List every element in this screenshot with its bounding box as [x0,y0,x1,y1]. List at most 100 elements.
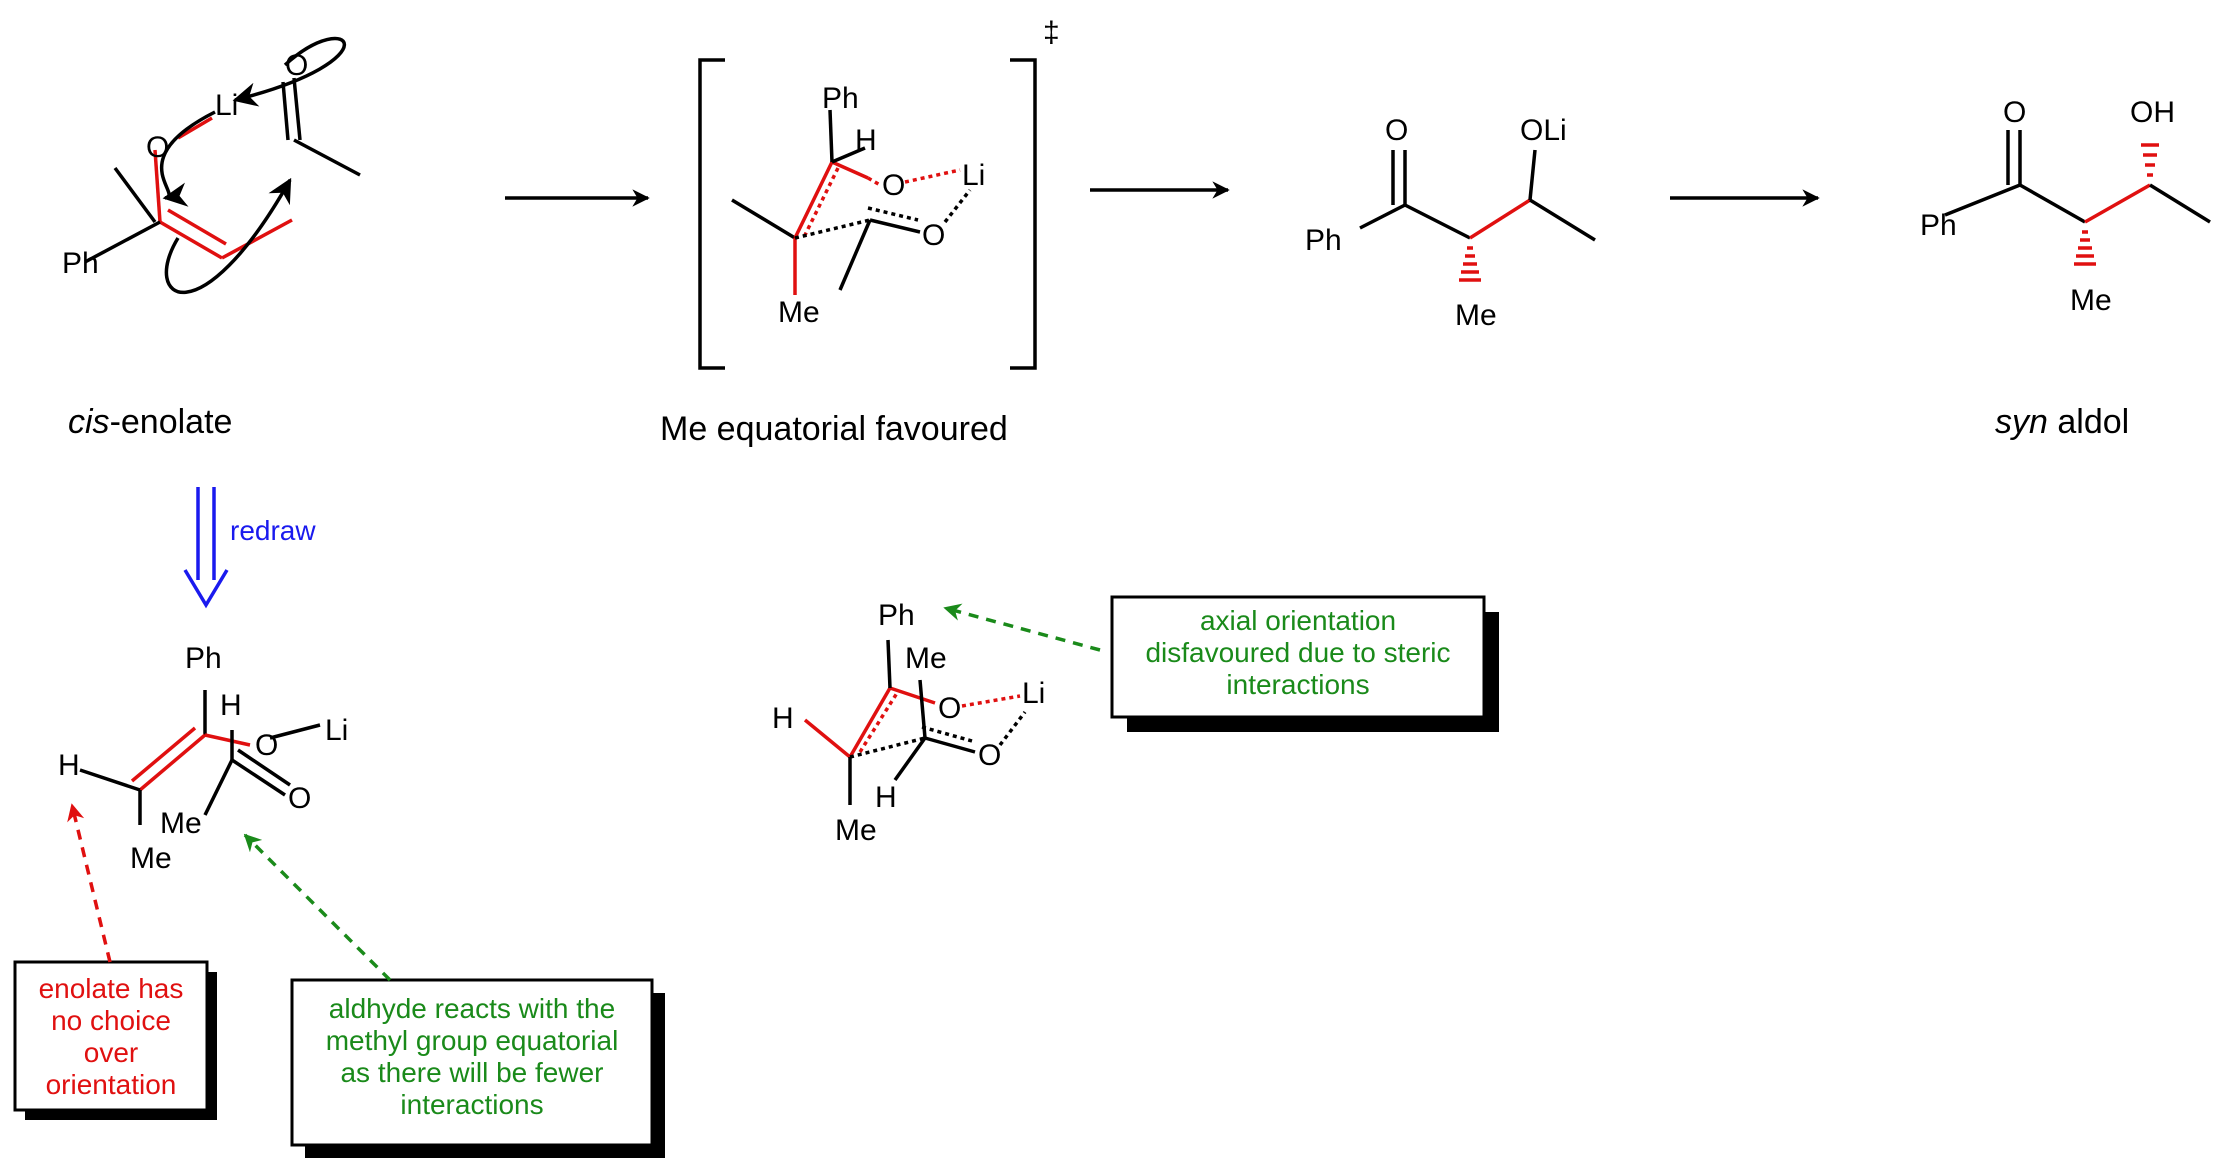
bond-c-c-2 [130,726,197,783]
ts-bracket-left [698,58,725,370]
redraw-label: redraw [230,515,316,546]
bond-ph [84,220,161,264]
bond-o-c [153,149,162,223]
alkoxide-atom-oli: OLi [1520,114,1567,147]
bond-dashed [858,692,899,753]
note-enolate-line-3: over [84,1037,138,1068]
aldol-atom-o: O [2003,96,2026,129]
bond-c-o-partial [921,725,973,743]
redrawn-atom-me-2: Me [130,842,172,875]
axial-atom-o1: O [938,692,961,725]
bond-red [831,160,869,180]
bond-c-o [204,733,251,747]
caption-cis: cis [68,403,110,441]
redrawn-atom-ph: Ph [185,642,222,675]
bond-c-o-aldehyde [292,77,302,141]
redrawn-atom-li: Li [325,714,348,747]
alkoxide-atom-o: O [1385,114,1408,147]
bond-o-li-partial [904,168,961,184]
note-enolate-box [13,960,209,1112]
bond-double-dashed [803,167,840,236]
bond-c-o-aldehyde [231,758,286,797]
axial-atom-li: Li [1022,677,1045,710]
bond-c-o [924,736,976,754]
note-aldehyde-line-2: methyl group equatorial [326,1025,619,1056]
aldol-atom-me: Me [2070,284,2112,317]
note-aldehyde-line-3: as there will be fewer [340,1057,603,1088]
bond-red [793,161,834,239]
redraw-arrow [183,487,229,609]
atom-li: Li [215,89,238,122]
bond [2019,183,2086,224]
lithium-alkoxide: O OLi Ph Me [1305,114,1596,332]
bond-c-h [893,736,927,782]
hash-wedge-me [1459,246,1481,282]
bond-red [2084,183,2151,224]
bond-c-me-aldehyde [203,759,234,816]
bond-c-h [79,768,141,792]
bond-red [889,686,936,705]
note-enolate-line-1: enolate has [39,973,184,1004]
atom-o-enolate: O [146,131,169,164]
note-axial-arrow [943,603,1101,652]
caption-aldol: aldol [2048,403,2129,441]
bond-ph [828,109,834,163]
hash-wedge-me [2074,230,2096,266]
bond-red [1469,198,1531,240]
bond-c-o [869,218,921,234]
redrawn-atom-h-left: H [58,749,80,782]
bond [113,166,157,224]
bond-c-o-partial [867,206,919,222]
note-axial-box [1110,595,1486,719]
axial-transition-state: Ph Me O Li H O H Me [772,599,1045,847]
cis-enolate-structure: Li O O Ph [62,36,361,295]
bond-ph-c [1359,203,1406,230]
atom-ph: Ph [62,247,99,280]
ts-atom-li: Li [962,159,985,192]
note-aldehyde-arrow [243,833,392,982]
bond-c-o-aldehyde-2 [237,748,291,787]
caption-syn: syn [1995,403,2048,441]
axial-atom-me-bottom: Me [835,814,877,847]
note-axial-line-1: axial orientation [1200,605,1396,636]
redrawn-atom-o-carbonyl: O [288,782,311,815]
caption-cis-enolate: cis-enolate [68,403,232,441]
bond-forming [794,218,871,240]
note-axial-line-2: disfavoured due to steric [1145,637,1450,668]
bond-partial [867,176,881,187]
bond-c-me [838,219,872,291]
ts-bracket-right [1010,58,1037,370]
ts-atom-o1: O [882,169,905,202]
note-enolate-arrow [67,803,112,963]
bond-enolate-double [159,220,223,260]
transition-state: ‡ Ph H O Li O Me [698,16,1060,370]
axial-atom-ph: Ph [878,599,915,632]
bond-o-li-partial [961,694,1021,708]
redrawn-atom-o: O [255,729,278,762]
note-aldehyde-line-1: aldhyde reacts with the [329,993,615,1024]
hash-wedge-oh [2141,143,2159,177]
bond-o-li [177,116,213,140]
bond-red [848,687,892,758]
note-enolate-line-2: no choice [51,1005,171,1036]
alkoxide-atom-me: Me [1455,299,1497,332]
ts-atom-me: Me [778,296,820,329]
ts-dagger: ‡ [1043,16,1060,49]
caption-enolate: -enolate [110,403,233,441]
bond [2149,183,2211,224]
axial-atom-me: Me [905,642,947,675]
curly-arrow-o-to-li [232,36,346,107]
aldol-atom-ph: Ph [1920,209,1957,242]
caption-syn-aldol: syn aldol [1995,403,2129,441]
bond-o-li-partial-2 [998,710,1027,747]
note-enolate-line-4: orientation [46,1069,177,1100]
bond-forming [849,736,926,759]
note-aldehyde-line-4: interactions [400,1089,543,1120]
bond-o-li [269,723,321,740]
bond-h [803,718,852,759]
alkoxide-atom-ph: Ph [1305,224,1342,257]
bond [1404,203,1471,240]
redrawn-atom-h-top: H [220,689,242,722]
bond-c-o-aldehyde-2 [281,81,290,141]
